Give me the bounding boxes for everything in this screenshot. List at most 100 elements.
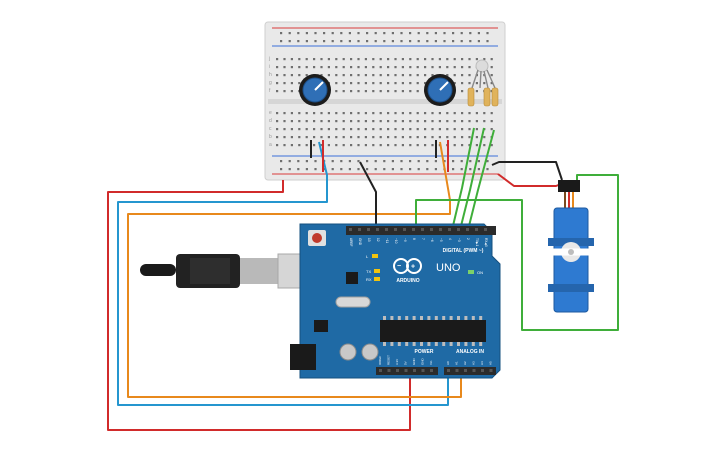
digital-pin[interactable] <box>349 228 352 231</box>
digital-pin[interactable] <box>367 228 370 231</box>
digital-pin[interactable] <box>376 228 379 231</box>
digital-pin[interactable] <box>430 228 433 231</box>
potentiometer-left[interactable] <box>299 74 331 106</box>
digital-pin[interactable] <box>439 228 442 231</box>
breadboard-hole <box>438 112 441 115</box>
breadboard-hole <box>468 120 471 123</box>
power-pin[interactable] <box>387 369 391 372</box>
breadboard-hole <box>475 58 478 61</box>
power-pin[interactable] <box>413 369 416 372</box>
rail-hole <box>323 32 326 35</box>
breadboard-hole <box>276 58 279 61</box>
breadboard-hole <box>283 144 286 147</box>
row-letter: e <box>269 110 272 116</box>
breadboard-hole <box>453 112 456 115</box>
breadboard-hole <box>276 136 279 139</box>
resistor-3[interactable] <box>491 87 499 107</box>
digital-pin[interactable] <box>421 228 424 231</box>
breadboard-hole <box>453 136 456 139</box>
wire-black-servo[interactable] <box>491 161 563 181</box>
analog-pin[interactable] <box>481 369 484 372</box>
wire-green-led-3[interactable] <box>467 129 495 231</box>
potentiometer-right[interactable] <box>424 74 456 106</box>
analog-pin[interactable] <box>472 369 476 372</box>
on-led-label: ON <box>477 270 483 275</box>
power-pin[interactable] <box>396 369 399 372</box>
breadboard-hole <box>490 66 493 69</box>
digital-pin-label: 7 <box>421 238 425 240</box>
servo-connector[interactable] <box>558 180 580 192</box>
rail-hole <box>314 40 317 43</box>
digital-pin[interactable] <box>403 228 406 231</box>
digital-pin[interactable] <box>466 228 469 231</box>
micro-servo[interactable] <box>548 180 594 313</box>
analog-pin[interactable] <box>489 369 493 372</box>
breadboard-hole <box>327 58 330 61</box>
breadboard-hole <box>468 128 471 131</box>
power-pin[interactable] <box>404 369 408 372</box>
power-pin-label: 5V <box>404 361 408 365</box>
digital-pin[interactable] <box>457 228 460 231</box>
chip-pin <box>390 342 394 346</box>
rail-hole <box>417 160 420 163</box>
breadboard-hole <box>290 144 293 147</box>
rail-hole <box>443 160 446 163</box>
rail-hole <box>477 168 480 171</box>
breadboard-hole <box>490 144 493 147</box>
breadboard-hole <box>438 58 441 61</box>
wire-red-5v[interactable] <box>107 180 411 431</box>
digital-pin[interactable] <box>448 228 451 231</box>
rail-hole <box>409 32 412 35</box>
resistor-1[interactable] <box>467 87 475 107</box>
rail-hole <box>340 160 343 163</box>
breadboard-hole <box>276 120 279 123</box>
breadboard-hole <box>357 128 360 131</box>
analog-pin[interactable] <box>447 369 450 372</box>
power-jack[interactable] <box>290 344 316 370</box>
rail-hole <box>409 160 412 163</box>
rail-hole <box>357 168 360 171</box>
power-pin[interactable] <box>421 369 425 372</box>
digital-pin[interactable] <box>385 228 388 231</box>
power-pin[interactable] <box>430 369 433 372</box>
rail-hole <box>400 32 403 35</box>
analog-pin[interactable] <box>464 369 467 372</box>
resistor-2[interactable] <box>483 87 491 107</box>
breadboard-hole <box>342 74 345 77</box>
breadboard-hole <box>416 144 419 147</box>
rail-hole <box>383 40 386 43</box>
rail-hole <box>452 32 455 35</box>
wire-red-servo[interactable] <box>497 173 567 187</box>
breadboard-hole <box>350 136 353 139</box>
analog-pin[interactable] <box>455 369 459 372</box>
wire-green-led-2[interactable] <box>459 127 485 231</box>
reset-button-cap[interactable] <box>312 233 322 243</box>
power-pin-label: GND <box>421 358 425 366</box>
usb-cable[interactable] <box>140 253 323 289</box>
breadboard-hole <box>379 66 382 69</box>
breadboard-hole <box>453 66 456 69</box>
rail-hole <box>288 160 291 163</box>
digital-pin[interactable] <box>358 228 361 231</box>
wire-blue-a0[interactable] <box>117 141 449 406</box>
breadboard-hole <box>379 144 382 147</box>
rail-hole <box>366 160 369 163</box>
breadboard-hole <box>283 120 286 123</box>
digital-pin[interactable] <box>484 228 487 231</box>
breadboard-hole <box>401 82 404 85</box>
power-pin[interactable] <box>379 369 382 372</box>
chip-pin <box>405 316 409 320</box>
wire-green-servo[interactable] <box>415 174 619 331</box>
breadboard-hole <box>305 66 308 69</box>
breadboard-hole <box>350 144 353 147</box>
digital-pin[interactable] <box>475 228 478 231</box>
wire-black-gnd[interactable] <box>359 161 377 230</box>
wire-green-led-1[interactable] <box>451 127 475 231</box>
rgb-led[interactable] <box>471 59 496 89</box>
analog-pin-label: A4 <box>480 361 484 365</box>
breadboard-hole <box>394 144 397 147</box>
digital-pin[interactable] <box>412 228 415 231</box>
rail-hole <box>417 168 420 171</box>
digital-pin[interactable] <box>394 228 397 231</box>
